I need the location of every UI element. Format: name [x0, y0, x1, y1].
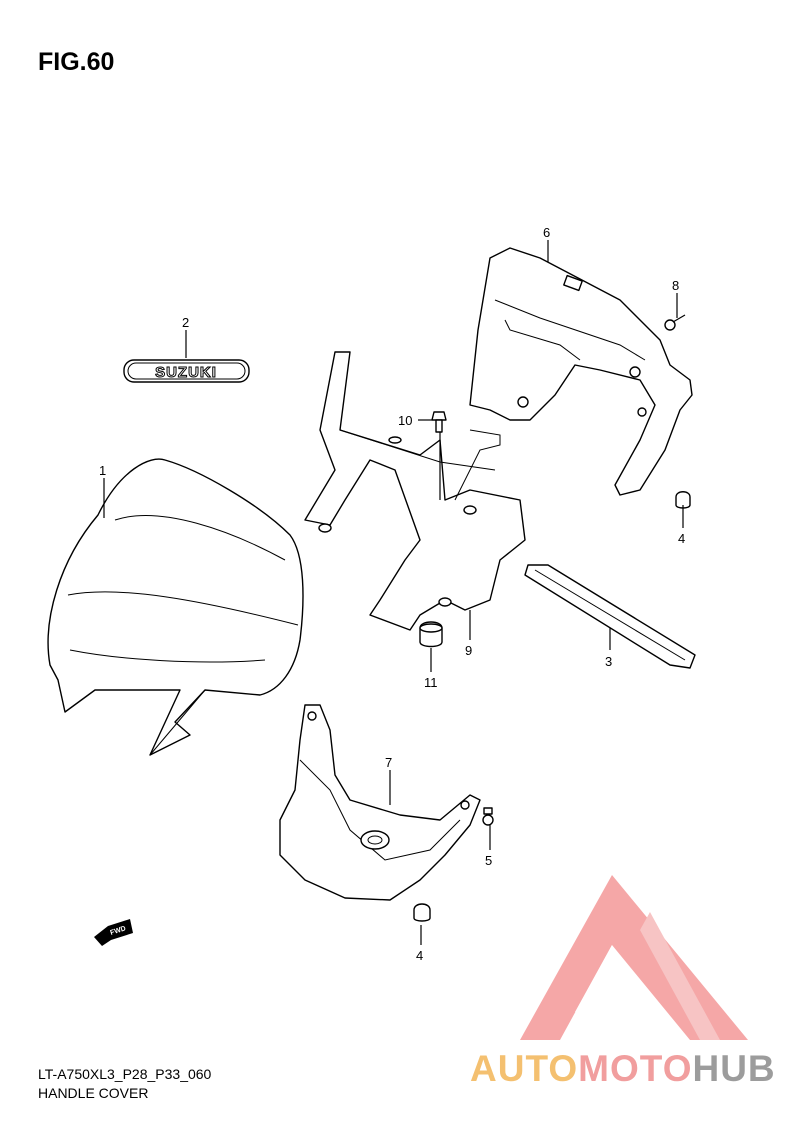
- callout-5: 5: [485, 853, 492, 868]
- watermark-part-hub: HUB: [692, 1048, 776, 1089]
- callout-3: 3: [605, 654, 612, 669]
- fastener-10-bolt: [431, 411, 447, 433]
- part-3-seal-strip: [524, 564, 696, 669]
- part-9-bracket: [304, 351, 526, 631]
- callout-10: 10: [398, 413, 412, 428]
- part-1-front-cover: [47, 458, 304, 756]
- callout-numbers: 1 2 3 4 4 5 6 7 8 9 10 11: [99, 225, 685, 963]
- fwd-label: FWD: [109, 925, 126, 937]
- watermark-part-moto: MOTO: [578, 1048, 693, 1089]
- watermark-logo: [520, 875, 748, 1040]
- callout-4-upper: 4: [678, 531, 685, 546]
- watermark-part-auto: AUTO: [470, 1048, 579, 1089]
- fwd-arrow-icon: FWD: [94, 919, 133, 946]
- fastener-5-screw: [482, 807, 494, 826]
- fastener-8-screw: [664, 314, 686, 331]
- callout-lines: [103, 240, 684, 945]
- callout-8: 8: [672, 278, 679, 293]
- callout-9: 9: [465, 643, 472, 658]
- callout-4-lower: 4: [416, 948, 423, 963]
- callout-7: 7: [385, 755, 392, 770]
- part-7-lower-cover: [279, 704, 481, 901]
- part-6-rear-cover: [469, 247, 693, 496]
- watermark-text: AUTOMOTOHUB: [470, 1048, 776, 1090]
- model-code: LT-A750XL3_P28_P33_060: [38, 1066, 212, 1082]
- figure-title: FIG.60: [38, 48, 115, 76]
- part-2-emblem: SUZUKI: [123, 359, 250, 383]
- figure-caption: HANDLE COVER: [38, 1085, 149, 1101]
- callout-6: 6: [543, 225, 550, 240]
- fastener-4-clip-lower: [413, 903, 431, 922]
- fastener-11-grommet: [419, 621, 443, 648]
- emblem-text: SUZUKI: [155, 364, 217, 381]
- callout-2: 2: [182, 315, 189, 330]
- callout-1: 1: [99, 463, 106, 478]
- fastener-4-clip-upper: [675, 491, 691, 509]
- callout-11: 11: [424, 675, 438, 690]
